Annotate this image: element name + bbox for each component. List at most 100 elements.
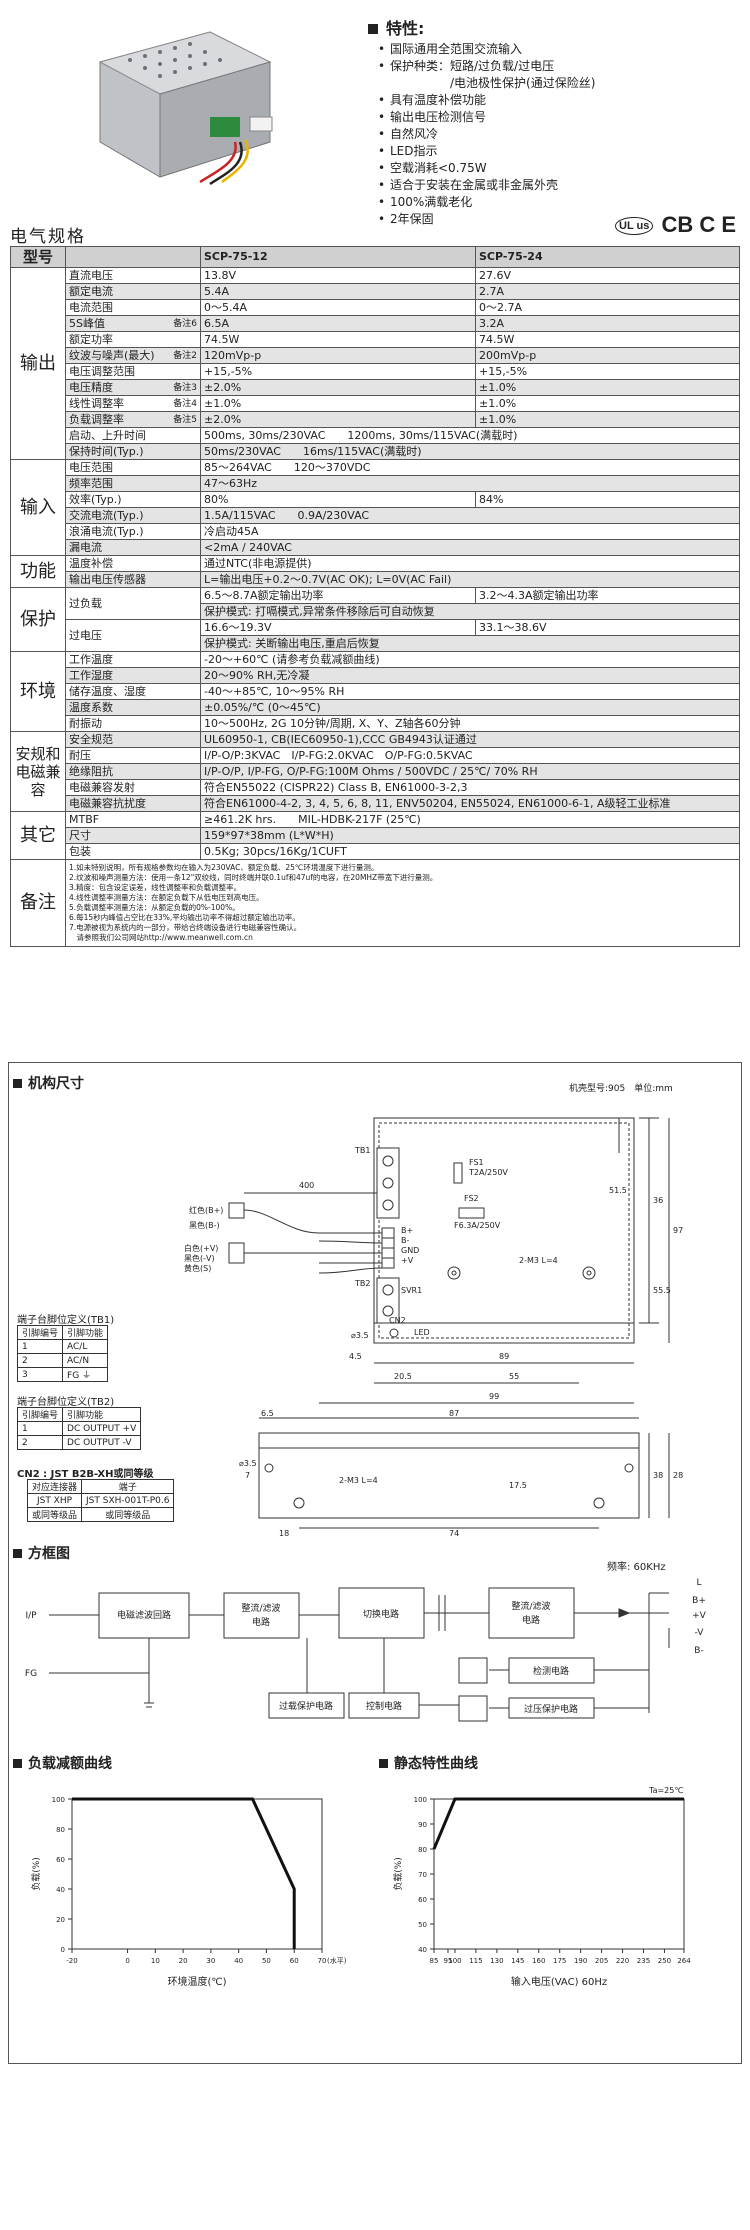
spec-item: 耐振动 (65, 715, 201, 732)
block-olp: 过载保护电路 (279, 1700, 333, 1712)
x-tick-label: 60 (290, 1957, 299, 1965)
dim-89: 89 (499, 1352, 509, 1361)
x-tick-label: -20 (66, 1957, 77, 1965)
spec-row: 交流电流(Typ.)1.5A/115VAC 0.9A/230VAC (11, 507, 740, 524)
dim-97: 97 (673, 1226, 683, 1235)
spec-value-v1: 6.5～8.7A额定输出功率 (200, 587, 476, 604)
block-emi: 电磁滤波回路 (117, 1609, 171, 1621)
spec-value-v2: 33.1～38.6V (475, 619, 740, 636)
block-freq: 频率: 60KHz (607, 1562, 666, 1573)
fs1-label: FS1 (469, 1158, 484, 1167)
spec-value: 保护模式: 关断输出电压,重启后恢复 (200, 635, 740, 652)
series-line (432, 1797, 684, 1850)
case-number: 机壳型号:905 单位:mm (569, 1084, 673, 1094)
tb1-pin-title: 端子台脚位定义(TB1) (17, 1315, 115, 1326)
svr1-label: SVR1 (401, 1286, 422, 1295)
spec-item: 工作湿度 (65, 667, 201, 684)
wire-black: 黑色(B-) (189, 1220, 220, 1230)
spec-value: 冷启动45A (200, 523, 740, 540)
y-tick-label: 60 (56, 1856, 65, 1864)
tb2-label: TB2 (354, 1279, 370, 1288)
dim-400: 400 (299, 1181, 314, 1190)
spec-item: 工作温度 (65, 651, 201, 668)
spec-value: 0.5Kg; 30pcs/16Kg/1CUFT (200, 843, 740, 860)
spec-item: 温度补偿 (65, 555, 201, 572)
feature-item: 国际通用全范围交流输入 (378, 41, 738, 58)
spec-row: 漏电流<2mA / 240VAC (11, 539, 740, 556)
y-tick-label: 0 (61, 1946, 65, 1954)
feature-item: 保护种类：短路/过负载/过电压 (378, 58, 738, 75)
block-rect-out2: 电路 (522, 1614, 540, 1626)
x-tick-label: 160 (532, 1957, 545, 1965)
spec-value-v1: 120mVp-p (200, 347, 476, 364)
spec-item: 电流范围 (65, 299, 201, 316)
block-rect: 整流/滤波 (241, 1602, 280, 1614)
static-title: 静态特性曲线 (379, 1753, 478, 1773)
spec-value-v1: ±1.0% (200, 395, 476, 412)
spec-item: 漏电流 (65, 539, 201, 556)
feature-item: 100%满载老化 (378, 194, 738, 211)
x-tick-label: 235 (637, 1957, 650, 1965)
x-tick-label: 10 (151, 1957, 160, 1965)
product-photo (98, 31, 273, 186)
y-tick-label: 100 (414, 1796, 427, 1804)
block-ctrl: 控制电路 (366, 1700, 402, 1712)
spec-item: 电磁兼容抗扰度 (65, 795, 201, 812)
x-axis-label: 环境温度(℃) (167, 1975, 226, 1988)
spec-value-v2: 3.2～4.3A额定输出功率 (475, 587, 740, 604)
spec-item: 电压范围 (65, 459, 201, 476)
dim-45: 4.5 (349, 1352, 362, 1361)
y-tick-label: 40 (56, 1886, 65, 1894)
hole-label-2: ⌀3.5 (239, 1459, 257, 1468)
spec-value-v2: 3.2A (475, 315, 740, 332)
features-title: 特性: (386, 19, 425, 38)
dim-55: 55 (509, 1372, 519, 1381)
spec-value-v1: 74.5W (200, 331, 476, 348)
spec-category: 功能 (10, 555, 66, 588)
spec-value-v1: 6.5A (200, 315, 476, 332)
spec-value: -40～+85℃, 10～95% RH (200, 683, 740, 700)
cn2-label: CN2 (389, 1316, 406, 1325)
screw-label-2: 2-M3 L=4 (339, 1476, 378, 1485)
x-tick-label: 175 (553, 1957, 566, 1965)
wire-white: 白色(+V) (184, 1243, 218, 1253)
spec-value: 47～63Hz (200, 475, 740, 492)
spec-item: 直流电压 (65, 267, 201, 284)
y-axis-label: 负载(%) (392, 1857, 404, 1891)
spec-row: 电压精度备注3±2.0%±1.0% (11, 379, 740, 396)
spec-item: 线性调整率备注4 (65, 395, 201, 412)
series-line (72, 1797, 296, 1949)
notes-text: 1.如未特别说明，所有规格参数均在输入为230VAC、额定负载、25℃环境温度下… (65, 859, 740, 947)
spec-value: ≥461.2K hrs. MIL-HDBK-217F (25℃) (200, 811, 740, 828)
x-tick-label: 50 (262, 1957, 271, 1965)
mech-side-view: 6.5 87 7 17.5 18 74 38 28 ⌀3.5 2-M3 L=4 (239, 1409, 683, 1538)
derating-title: 负载减额曲线 (13, 1753, 112, 1773)
dim-175: 17.5 (509, 1481, 527, 1490)
spec-value: 10～500Hz, 2G 10分钟/周期, X、Y、Z轴各60分钟 (200, 715, 740, 732)
certification-logos: UL us CB C E (615, 212, 736, 238)
spec-row: 环境工作温度-20～+60℃ (请参考负载减额曲线) (10, 651, 740, 732)
model-24: SCP-75-24 (475, 246, 740, 268)
spec-value-v1: ±2.0% (200, 379, 476, 396)
hole-label: ⌀3.5 (351, 1331, 369, 1340)
dim-18: 18 (279, 1529, 289, 1538)
dim-515: 51.5 (609, 1186, 627, 1195)
feature-item: /电池极性保护(通过保险丝) (450, 76, 596, 90)
spec-value: 159*97*38mm (L*W*H) (200, 827, 740, 844)
spec-item: 包装 (65, 843, 201, 860)
spec-value: -20～+60℃ (请参考负载减额曲线) (200, 651, 740, 668)
spec-value: L=输出电压+0.2～0.7V(AC OK); L=0V(AC Fail) (200, 571, 740, 588)
dim-555: 55.5 (653, 1286, 671, 1295)
spec-row: 保护模式: 打嗝模式,异常条件移除后可自动恢复 (11, 603, 740, 620)
x-tick-label: 40 (234, 1957, 243, 1965)
y-tick-label: 60 (418, 1896, 427, 1904)
spec-row: 浪涌电流(Typ.)冷启动45A (11, 523, 740, 540)
spec-row: 电磁兼容发射符合EN55022 (CISPR22) Class B, EN610… (11, 779, 740, 796)
spec-value: 1.5A/115VAC 0.9A/230VAC (200, 507, 740, 524)
